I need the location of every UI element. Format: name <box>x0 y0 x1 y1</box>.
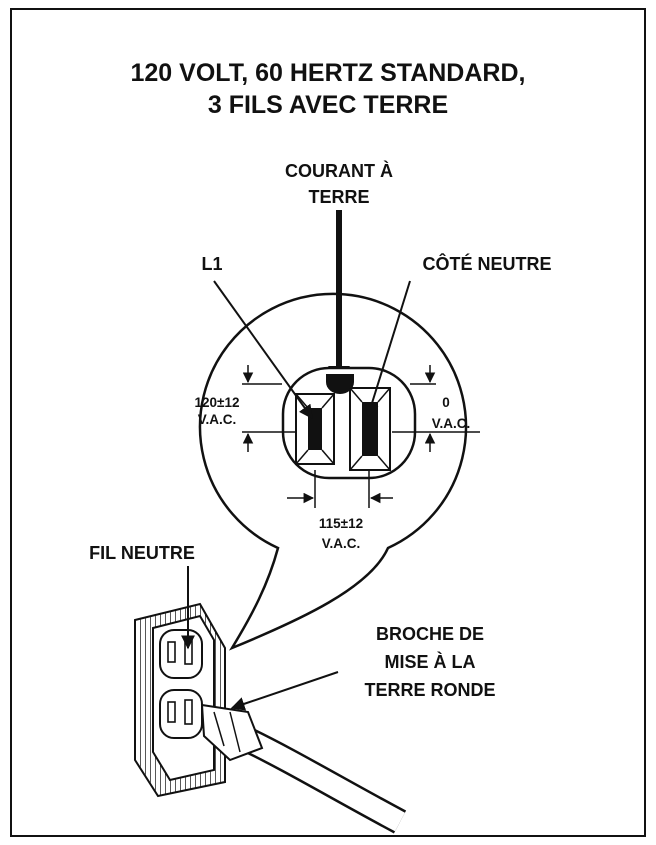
l1-label: L1 <box>201 254 222 274</box>
neutral-slot <box>349 387 391 471</box>
voltage-neutral-line-2: V.A.C. <box>432 416 471 431</box>
voltage-between-line-1: 115±12 <box>319 516 363 531</box>
voltage-l1-line-2: V.A.C. <box>198 412 237 427</box>
neutral-wire-label: FIL NEUTRE <box>89 543 195 563</box>
wall-plate <box>134 602 226 798</box>
neutral-pointer <box>365 280 411 418</box>
ground-pin-pointer <box>230 671 339 711</box>
voltage-l1-line-1: 120±12 <box>195 395 240 410</box>
ground-pin-label-line-2: MISE À LA <box>384 651 475 672</box>
plug-and-cord <box>200 703 407 834</box>
neutral-side-label: CÔTÉ NEUTRE <box>422 253 551 274</box>
title-line-2: 3 FILS AVEC TERRE <box>208 91 448 119</box>
l1-pointer <box>213 280 313 420</box>
dimension-lines <box>242 365 480 508</box>
voltage-neutral-line-1: 0 <box>442 395 450 410</box>
ground-label-line-2: TERRE <box>308 187 369 207</box>
ground-pin-label-line-3: TERRE RONDE <box>364 680 495 700</box>
ground-label-line-1: COURANT À <box>285 160 393 181</box>
ground-pin-label-line-1: BROCHE DE <box>376 624 484 644</box>
voltage-between-line-2: V.A.C. <box>322 536 361 551</box>
title-line-1: 120 VOLT, 60 HERTZ STANDARD, <box>131 59 526 87</box>
ground-hole-icon <box>326 374 354 394</box>
